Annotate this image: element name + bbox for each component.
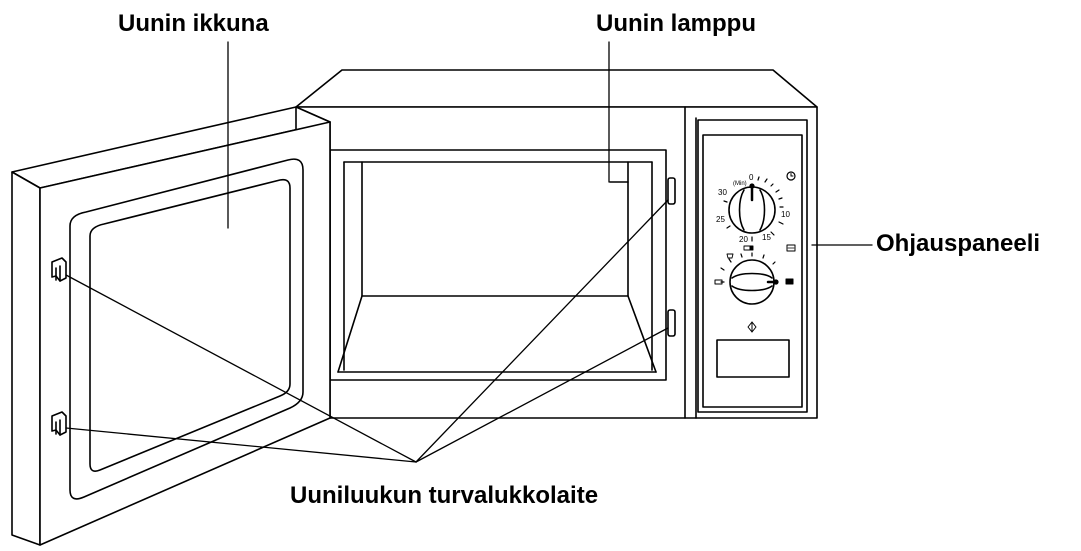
- leader-lock-1: [65, 274, 417, 463]
- timer-dial[interactable]: (Min) 0 10 15 20 25 30: [716, 173, 790, 244]
- leader-lock-3: [415, 199, 669, 463]
- callout-door-safety-lock: Uuniluukun turvalukkolaite: [290, 482, 599, 509]
- timer-tick-30: 30: [718, 188, 727, 197]
- clock-icon: [786, 171, 796, 181]
- callout-oven-window: Uunin ikkuna: [118, 10, 269, 37]
- timer-unit-label: (Min): [733, 181, 747, 187]
- door-latch-upper: [51, 257, 67, 282]
- callout-oven-lamp: Uunin lamppu: [596, 10, 756, 37]
- timer-tick-15: 15: [762, 233, 771, 242]
- door-release-icon: [747, 321, 757, 333]
- control-panel: (Min) 0 10 15 20 25 30: [697, 119, 808, 413]
- timer-tick-0: 0: [749, 173, 754, 182]
- power-dial[interactable]: [714, 245, 794, 305]
- callout-control-panel: Ohjauspaneeli: [876, 230, 1041, 257]
- oven-window: [89, 178, 291, 472]
- latch-slot-lower: [667, 309, 676, 337]
- control-panel-face: [697, 119, 808, 413]
- cavity-back-wall: [361, 161, 629, 297]
- oven-door: [11, 106, 331, 546]
- timer-tick-10: 10: [781, 210, 790, 219]
- timer-tick-20: 20: [739, 235, 748, 244]
- door-latch-lower: [51, 411, 67, 436]
- oven-top: [295, 69, 818, 108]
- power-level-icon: [786, 244, 796, 252]
- door-window-frame: [69, 158, 304, 500]
- latch-slot-upper: [667, 177, 676, 205]
- door-release-button[interactable]: [716, 339, 790, 378]
- leader-lock-2: [65, 427, 417, 463]
- leader-lock-4: [415, 327, 669, 463]
- timer-tick-25: 25: [716, 215, 725, 224]
- door-face: [39, 121, 331, 546]
- leader-lines: [65, 41, 873, 463]
